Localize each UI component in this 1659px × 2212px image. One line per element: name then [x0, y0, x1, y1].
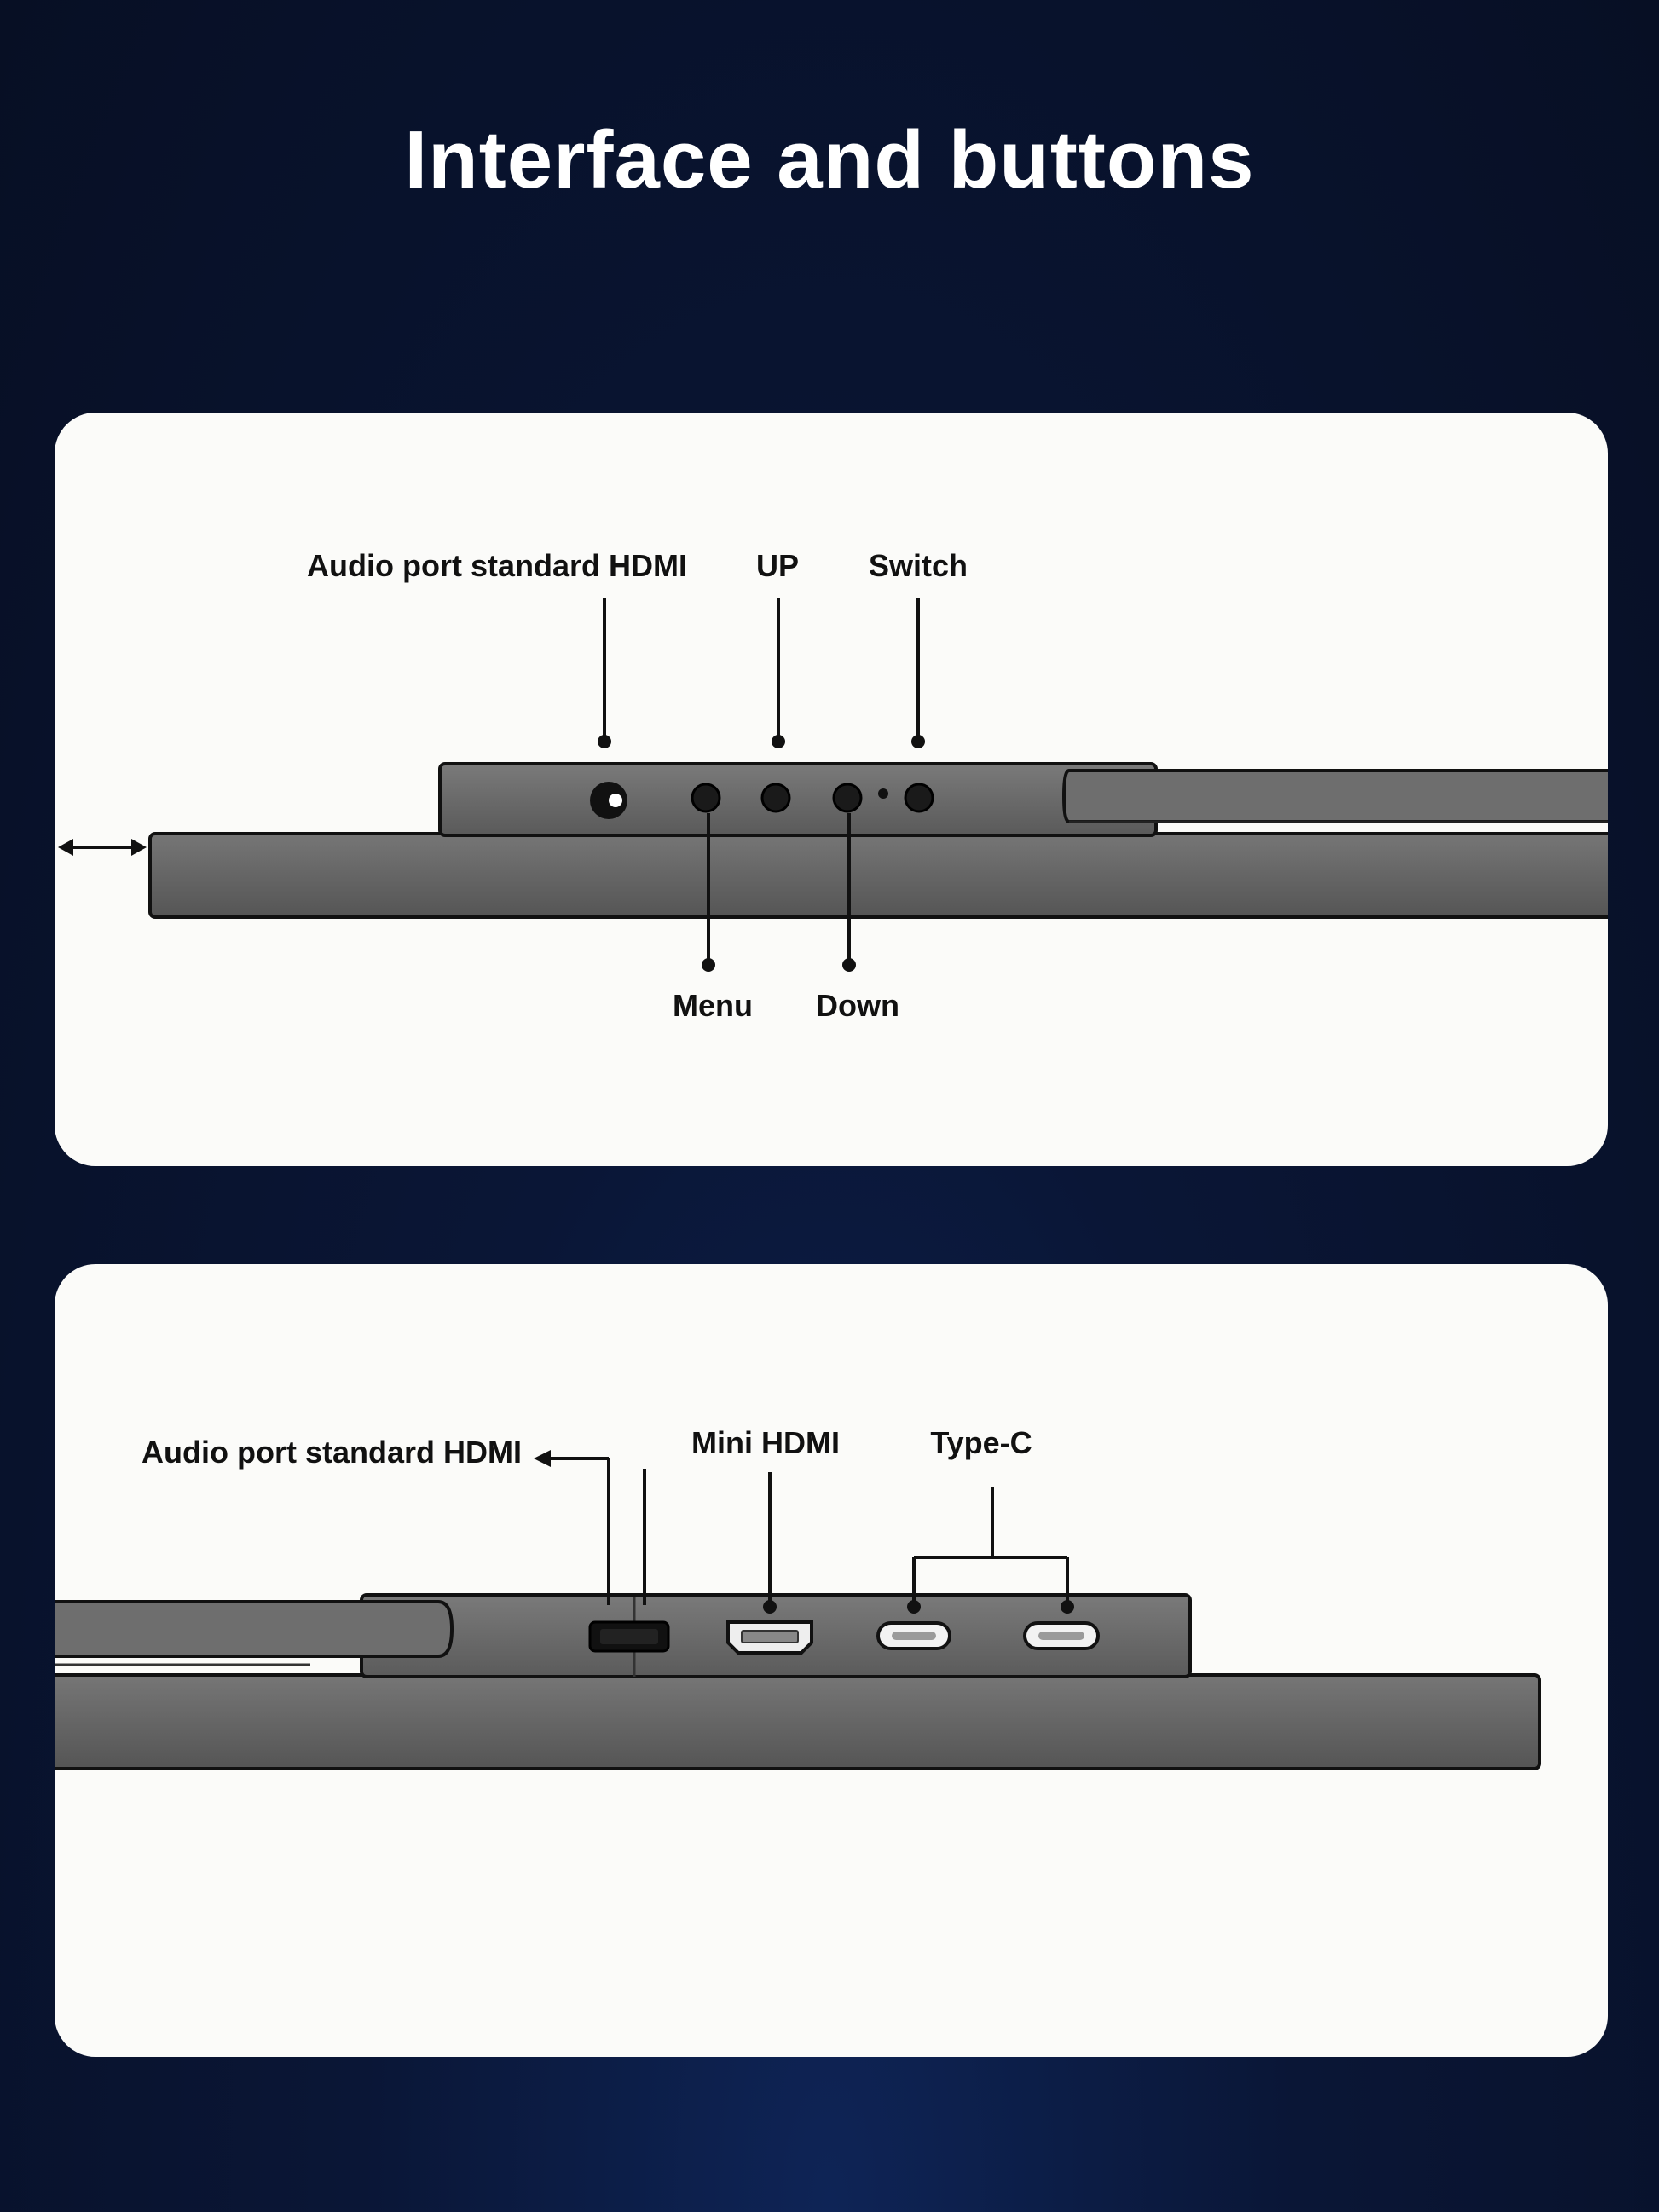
audio-jack-icon: [590, 782, 627, 819]
label-menu: Menu: [673, 988, 753, 1023]
up-button-icon: [760, 783, 791, 813]
top-panel: Audio port standard HDMI UP Switch Menu …: [55, 413, 1608, 1166]
device-main-bar: [148, 832, 1608, 919]
callout-audio-hdmi-bottom: [534, 1450, 646, 1605]
bottom-panel: Audio port standard HDMI Mini HDMI Type-…: [55, 1264, 1608, 2057]
label-mini-hdmi: Mini HDMI: [691, 1425, 840, 1460]
page-title: Interface and buttons: [404, 114, 1255, 205]
double-arrow-icon: [58, 839, 147, 856]
button-housing: [438, 762, 1158, 837]
callout-down: [842, 813, 856, 972]
callout-menu: [702, 813, 715, 972]
callout-type-c: [907, 1487, 1074, 1614]
label-down: Down: [816, 988, 899, 1023]
callout-up: [772, 598, 785, 748]
device-main-bar-bottom: [55, 1673, 1541, 1770]
led-indicator-icon: [878, 788, 888, 799]
label-switch: Switch: [868, 548, 968, 583]
callout-audio-hdmi: [598, 598, 611, 748]
switch-button-icon: [904, 783, 934, 813]
device-stand-bottom: [55, 1600, 454, 1658]
mini-hdmi-port-icon: [726, 1620, 813, 1655]
audio-port-inner: [600, 1629, 658, 1644]
label-audio-hdmi-top: Audio port standard HDMI: [307, 548, 687, 583]
label-audio-hdmi-bottom: Audio port standard HDMI: [142, 1435, 522, 1470]
bottom-device-illustration: [55, 1450, 1541, 1770]
type-c-port-icon: [1023, 1621, 1100, 1650]
callout-switch: [911, 598, 925, 748]
label-type-c: Type-C: [930, 1425, 1032, 1460]
top-device-illustration: [58, 598, 1608, 972]
device-stand: [1061, 769, 1608, 823]
label-up: UP: [755, 548, 800, 583]
down-button-icon: [832, 783, 863, 813]
type-c-port-icon: [876, 1621, 951, 1650]
menu-button-icon: [691, 783, 721, 813]
callout-mini-hdmi: [763, 1472, 777, 1614]
